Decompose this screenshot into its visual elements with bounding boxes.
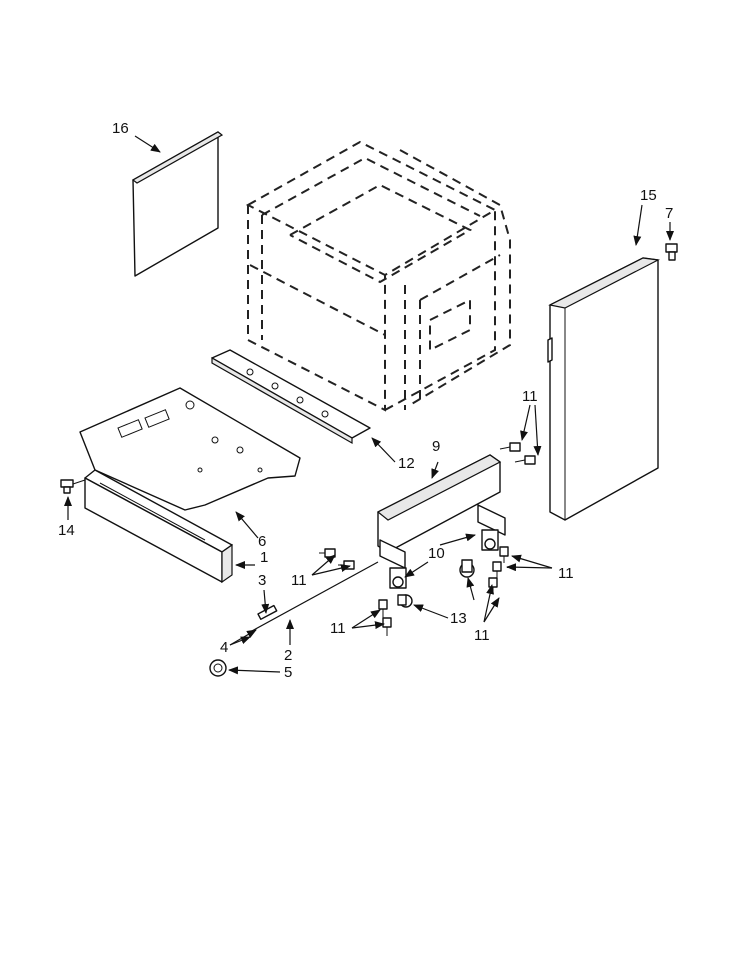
callout-7: 7 bbox=[665, 205, 673, 222]
callout-15: 15 bbox=[640, 187, 657, 204]
callout-11-bottom-right: 11 bbox=[474, 627, 490, 644]
callout-11-right: 11 bbox=[558, 565, 574, 582]
leg-assembly-10 bbox=[389, 567, 407, 589]
callout-9: 9 bbox=[432, 438, 440, 455]
callout-11-top: 11 bbox=[522, 388, 538, 405]
callout-12: 12 bbox=[398, 455, 415, 472]
leg-bracket-9 bbox=[376, 454, 506, 569]
leg-assembly-right bbox=[481, 529, 499, 551]
callout-14: 14 bbox=[58, 522, 75, 539]
callout-16: 16 bbox=[112, 120, 129, 137]
toe-panel-1 bbox=[84, 469, 233, 584]
rod-2 bbox=[249, 561, 379, 633]
callout-10: 10 bbox=[428, 545, 445, 562]
callout-labels: 16 15 7 12 6 1 14 9 11 10 11 11 13 11 11… bbox=[58, 120, 673, 681]
callout-11-bottom-left: 11 bbox=[330, 620, 346, 637]
callout-4: 4 bbox=[220, 639, 228, 656]
side-panel-15 bbox=[547, 257, 660, 521]
callout-11-left: 11 bbox=[291, 572, 307, 589]
tie-bar-12 bbox=[211, 349, 371, 445]
callout-13: 13 bbox=[450, 610, 467, 627]
wheel-13-left bbox=[397, 594, 413, 608]
callout-6: 6 bbox=[258, 533, 266, 550]
screws-11 bbox=[319, 442, 536, 636]
callout-2: 2 bbox=[284, 647, 292, 664]
base-plate-6 bbox=[79, 387, 301, 511]
callout-5: 5 bbox=[284, 664, 292, 681]
callout-1: 1 bbox=[260, 549, 268, 566]
screw-14 bbox=[60, 479, 86, 494]
dashed-tub-outline bbox=[245, 140, 511, 412]
foot-5 bbox=[209, 659, 227, 677]
side-panel-16 bbox=[131, 131, 224, 277]
wheel-13-right bbox=[459, 559, 475, 578]
pin-3 bbox=[257, 604, 278, 620]
callout-3: 3 bbox=[258, 572, 266, 589]
screw-7 bbox=[665, 243, 678, 261]
leader-lines bbox=[64, 135, 674, 675]
